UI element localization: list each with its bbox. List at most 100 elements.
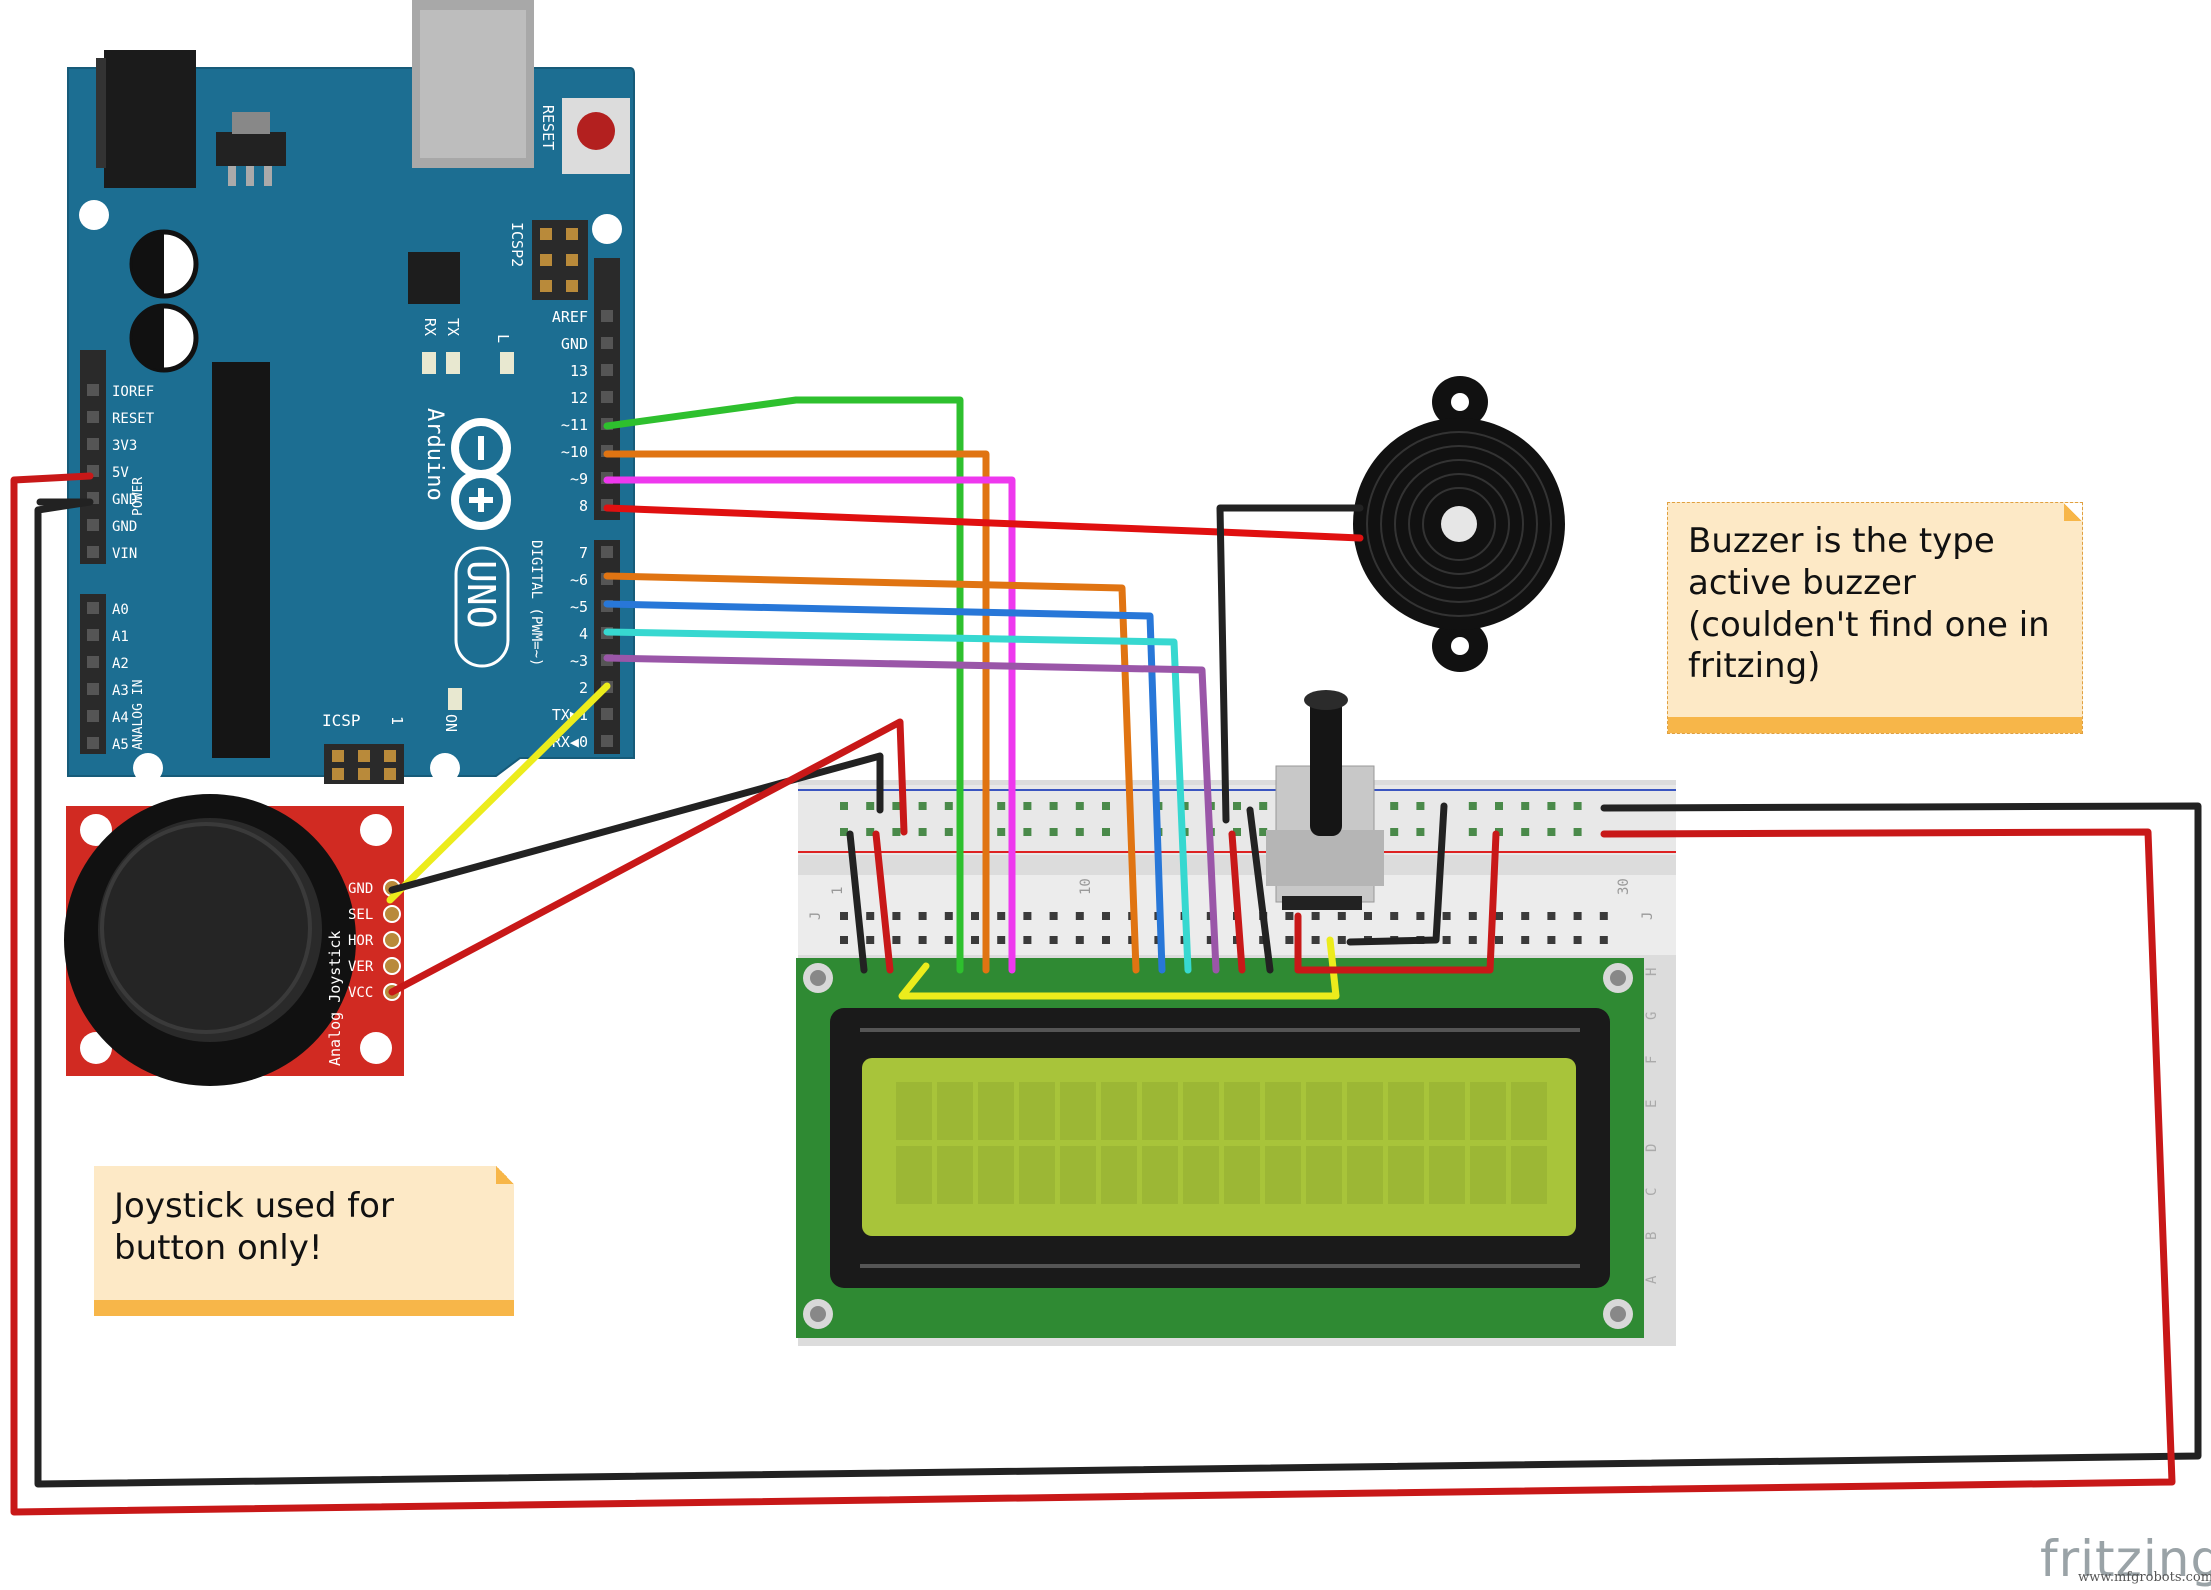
bb-row-label-j: J — [808, 912, 824, 920]
wire-red-pot — [1294, 830, 1500, 974]
wires — [10, 396, 2202, 1516]
arduino-pin-label: 13 — [570, 362, 588, 380]
bb-row-label: A — [1644, 1275, 1660, 1284]
arduino-pin-label: 12 — [570, 389, 588, 407]
arduino-pin-label: RESET — [112, 411, 155, 427]
arduino-pin-label: A5 — [112, 737, 129, 753]
joystick-pins: GND SEL HOR VER VCC — [348, 879, 401, 1001]
l-label: L — [494, 334, 512, 343]
fritzing-logo: fritzing — [2040, 1530, 2211, 1588]
arduino-pin-label: A4 — [112, 710, 129, 726]
lcd-character-cells — [896, 1082, 1547, 1204]
wire-red-5v-rail — [10, 472, 2176, 1516]
arduino-pin-label: ~11 — [561, 416, 588, 434]
bb-row-label: H — [1644, 968, 1660, 976]
joystick-pin-label: GND — [348, 881, 373, 897]
wire-red-joystick-vcc — [388, 718, 908, 996]
arduino-pin-label: VIN — [112, 546, 137, 562]
bb-col-label-10: 10 — [1078, 878, 1094, 895]
bb-row-label: F — [1644, 1056, 1660, 1064]
joystick-pin-label: VCC — [348, 985, 373, 1001]
arduino-pin-label: 4 — [579, 625, 588, 643]
power-label: POWER — [131, 477, 146, 516]
joystick-pin-label: VER — [348, 959, 374, 975]
joystick-pin-label: HOR — [348, 933, 374, 949]
joystick-note-text: Joystick used for button only! — [114, 1186, 394, 1268]
watermark: www.mfgrobots.com — [2078, 1570, 2211, 1585]
arduino-pin-label: 5V — [112, 465, 129, 481]
arduino-pin-label: A2 — [112, 656, 129, 672]
buzzer-note: Buzzer is the type active buzzer (coulde… — [1667, 502, 2083, 734]
wire-purple-pin3 — [603, 654, 1220, 974]
wire-black-buzzer — [1216, 504, 1364, 824]
arduino-pin-label: GND — [561, 335, 588, 353]
arduino-pin-label: IOREF — [112, 384, 154, 400]
icsp-label: ICSP — [322, 711, 361, 730]
joystick-pin-label: SEL — [348, 907, 373, 923]
on-label: ON — [442, 714, 460, 732]
uno-badge: UNO — [454, 546, 510, 668]
svg-text:UNO: UNO — [459, 560, 503, 629]
rx-label: RX — [421, 318, 439, 336]
arduino-pin-label: 3V3 — [112, 438, 137, 454]
wire-red-lcd2 — [872, 830, 894, 974]
digital-header-bottom — [594, 540, 620, 754]
buzzer-note-text: Buzzer is the type active buzzer (coulde… — [1688, 521, 2050, 687]
wire-black-joystick-gnd — [388, 752, 884, 894]
arduino-pin-label: ~9 — [570, 470, 588, 488]
wire-cyan-pin4 — [603, 628, 1192, 974]
arduino-pin-label: ~3 — [570, 652, 588, 670]
voltage-regulator — [216, 132, 286, 166]
arduino-pin-label: ~6 — [570, 571, 588, 589]
icsp-pin1-label: 1 — [388, 716, 406, 725]
wire-magenta-pin9 — [603, 476, 1016, 974]
wire-black-lcd1 — [846, 830, 868, 974]
arduino-pin-label: RX◀0 — [552, 733, 588, 751]
bb-row-label-j-right: J — [1640, 912, 1656, 920]
arduino-pin-label: A1 — [112, 629, 129, 645]
arduino-pin-label: A3 — [112, 683, 129, 699]
wire-blue-pin5 — [603, 600, 1166, 974]
bb-col-label-30: 30 — [1616, 878, 1632, 895]
on-led — [448, 688, 462, 710]
atmega-chip — [212, 362, 270, 758]
arduino-pin-label: 2 — [579, 679, 588, 697]
analog-label: ANALOG IN — [131, 680, 146, 750]
bb-col-label-1: 1 — [830, 887, 846, 895]
bb-row-label: E — [1644, 1100, 1660, 1108]
bb-row-label: D — [1644, 1144, 1660, 1152]
arduino-pin-label: ~10 — [561, 443, 588, 461]
potentiometer — [1266, 690, 1384, 910]
wire-green-pin11 — [603, 396, 964, 974]
joystick-note: Joystick used for button only! — [94, 1166, 514, 1316]
arduino-pin-label: ~5 — [570, 598, 588, 616]
arduino-pin-label: AREF — [552, 308, 588, 326]
bb-row-label: C — [1644, 1188, 1660, 1196]
digital-label: DIGITAL (PWM=~) — [528, 540, 544, 666]
usb-chip — [408, 252, 460, 304]
arduino-pin-label: 8 — [579, 497, 588, 515]
arduino-pin-label: 7 — [579, 544, 588, 562]
arduino-pin-label: A0 — [112, 602, 129, 618]
arduino-uno-board: RESET ICSP2 TX RX L ON Ard — [67, 0, 635, 784]
tx-label: TX — [444, 318, 462, 336]
active-buzzer — [1353, 376, 1565, 672]
arduino-logo — [451, 418, 511, 530]
dc-jack — [104, 50, 196, 188]
bb-row-label: B — [1644, 1232, 1660, 1240]
bb-row-label: G — [1644, 1012, 1660, 1020]
wire-yellow-pin2 — [386, 682, 611, 904]
icsp2-label: ICSP2 — [508, 222, 526, 267]
arduino-pin-label: GND — [112, 519, 137, 535]
lcd-16x2 — [796, 958, 1644, 1338]
arduino-brand: Arduino — [422, 408, 447, 501]
arduino-pin-label: GND — [112, 492, 137, 508]
wire-black-lcd5 — [1246, 806, 1274, 974]
reset-label: RESET — [539, 105, 557, 150]
wire-orange-pin6 — [603, 572, 1140, 974]
wire-red-lcd15 — [1228, 830, 1246, 974]
wire-black-pot — [1346, 802, 1448, 946]
power-header — [80, 350, 106, 564]
